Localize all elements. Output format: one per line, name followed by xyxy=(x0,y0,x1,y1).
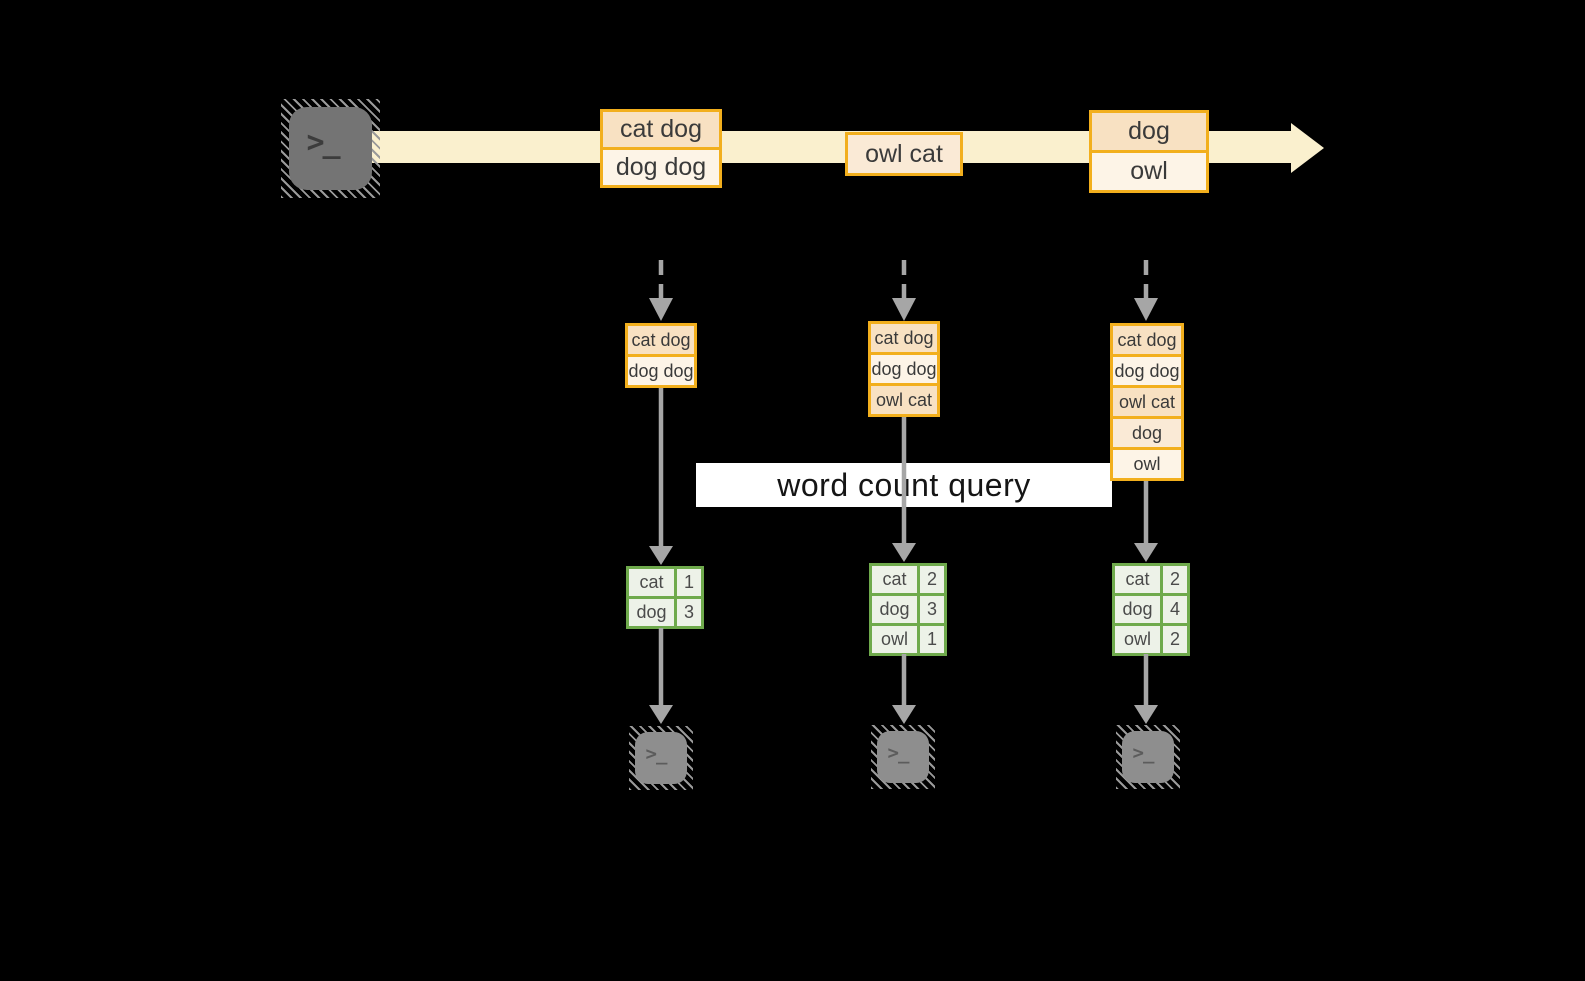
stream-event-box-1: cat dog dog dog xyxy=(600,109,722,188)
word-count-query-label: word count query xyxy=(696,463,1112,507)
buffered-word-row: owl cat xyxy=(1113,388,1181,416)
ingest-arrowhead-icon xyxy=(1134,298,1158,321)
table-row: dog 3 xyxy=(872,596,944,623)
count-cell: 4 xyxy=(1163,596,1187,623)
buffered-word-row: owl xyxy=(1113,450,1181,478)
buffered-word-row: dog dog xyxy=(628,357,694,385)
word-cell: dog xyxy=(872,596,917,623)
event-word-row: dog dog xyxy=(603,150,719,185)
word-cell: dog xyxy=(1115,596,1160,623)
event-word-row: owl cat xyxy=(848,135,960,173)
event-word-row: cat dog xyxy=(603,112,719,147)
output-terminal-icon-3: >_ xyxy=(1116,725,1180,789)
buffered-word-row: cat dog xyxy=(1113,326,1181,354)
word-cell: owl xyxy=(1115,626,1160,653)
count-cell: 1 xyxy=(677,569,701,596)
word-cell: owl xyxy=(872,626,917,653)
buffered-events-box-3: cat dog dog dog owl cat dog owl xyxy=(1110,323,1184,481)
terminal-body: >_ xyxy=(877,731,929,783)
count-cell: 1 xyxy=(920,626,944,653)
count-cell: 3 xyxy=(920,596,944,623)
output-arrowhead-icon xyxy=(649,705,673,724)
output-terminal-icon-2: >_ xyxy=(871,725,935,789)
table-row: cat 1 xyxy=(629,569,701,596)
buffered-word-row: dog dog xyxy=(1113,357,1181,385)
buffered-events-box-2: cat dog dog dog owl cat xyxy=(868,321,940,417)
buffered-word-row: cat dog xyxy=(871,324,937,352)
ingest-arrowhead-icon xyxy=(649,298,673,321)
terminal-body: >_ xyxy=(289,107,372,190)
word-cell: dog xyxy=(629,599,674,626)
terminal-prompt-glyph: >_ xyxy=(1132,742,1155,764)
word-cell: cat xyxy=(629,569,674,596)
event-word-row: owl xyxy=(1092,153,1206,190)
query-arrowhead-icon xyxy=(1134,543,1158,562)
count-cell: 2 xyxy=(920,566,944,593)
table-row: dog 4 xyxy=(1115,596,1187,623)
ingest-arrowhead-icon xyxy=(892,298,916,321)
table-row: cat 2 xyxy=(872,566,944,593)
word-count-table-3: cat 2 dog 4 owl 2 xyxy=(1112,563,1190,656)
stream-event-box-2: owl cat xyxy=(845,132,963,176)
count-cell: 2 xyxy=(1163,626,1187,653)
terminal-prompt-glyph: >_ xyxy=(306,125,340,160)
buffered-events-box-1: cat dog dog dog xyxy=(625,323,697,388)
word-count-table-2: cat 2 dog 3 owl 1 xyxy=(869,563,947,656)
event-word-row: dog xyxy=(1092,113,1206,150)
buffered-word-row: cat dog xyxy=(628,326,694,354)
stream-event-box-3: dog owl xyxy=(1089,110,1209,193)
count-cell: 2 xyxy=(1163,566,1187,593)
word-cell: cat xyxy=(1115,566,1160,593)
table-row: dog 3 xyxy=(629,599,701,626)
count-cell: 3 xyxy=(677,599,701,626)
table-row: owl 1 xyxy=(872,626,944,653)
table-row: owl 2 xyxy=(1115,626,1187,653)
source-terminal-icon: >_ xyxy=(281,99,380,198)
query-arrowhead-icon xyxy=(892,543,916,562)
table-row: cat 2 xyxy=(1115,566,1187,593)
output-arrowhead-icon xyxy=(892,705,916,724)
terminal-body: >_ xyxy=(1122,731,1174,783)
stream-arrowhead-icon xyxy=(1291,123,1324,173)
terminal-prompt-glyph: >_ xyxy=(887,742,910,764)
terminal-body: >_ xyxy=(635,732,687,784)
buffered-word-row: dog xyxy=(1113,419,1181,447)
query-arrowhead-icon xyxy=(649,546,673,565)
buffered-word-row: owl cat xyxy=(871,386,937,414)
buffered-word-row: dog dog xyxy=(871,355,937,383)
word-count-table-1: cat 1 dog 3 xyxy=(626,566,704,629)
output-arrowhead-icon xyxy=(1134,705,1158,724)
terminal-prompt-glyph: >_ xyxy=(645,743,668,765)
word-cell: cat xyxy=(872,566,917,593)
output-terminal-icon-1: >_ xyxy=(629,726,693,790)
